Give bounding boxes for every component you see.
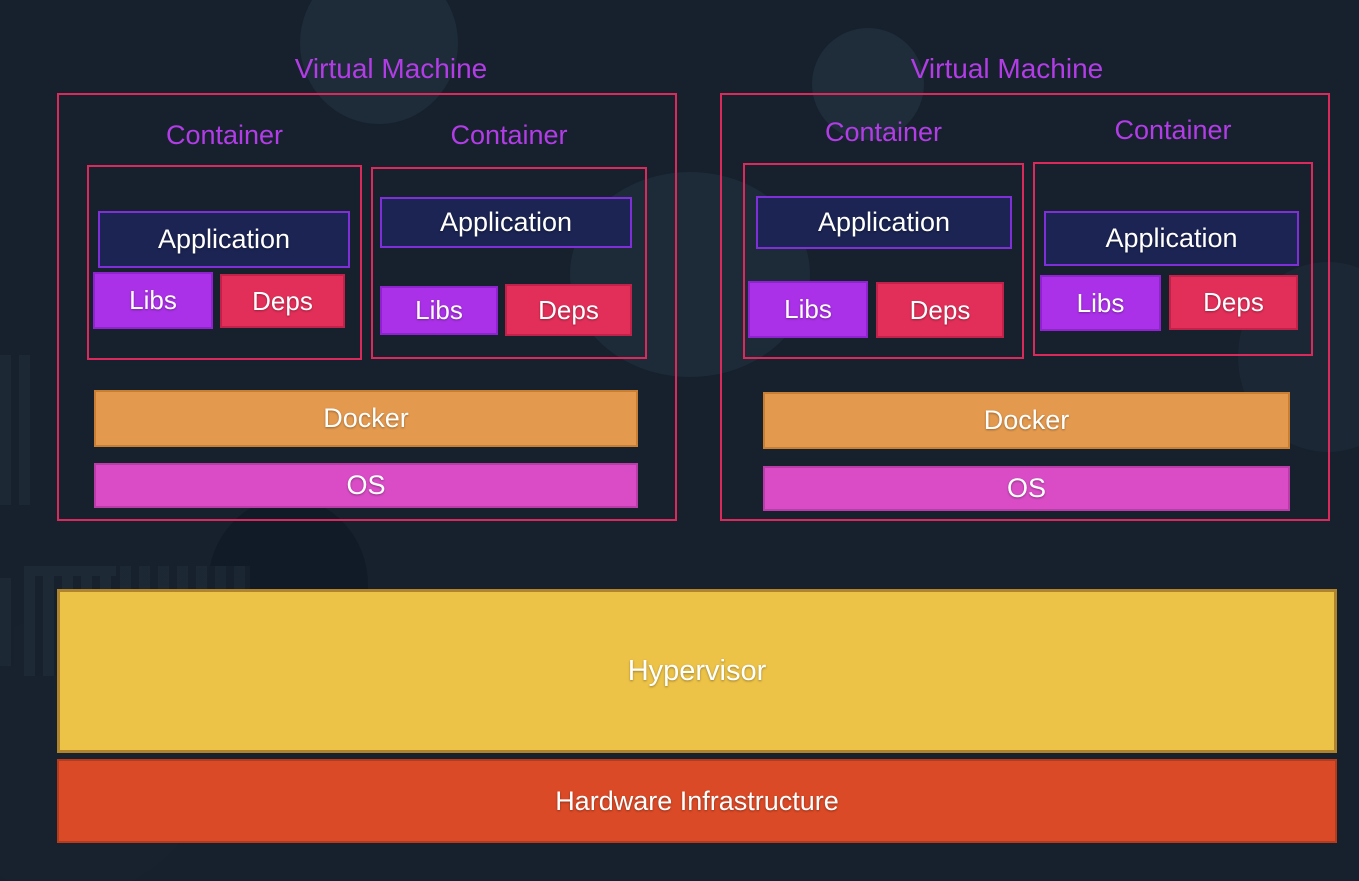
deps-box: Deps	[876, 282, 1004, 338]
hypervisor-bar: Hypervisor	[57, 589, 1337, 753]
shipping-container-silhouette	[0, 578, 14, 666]
libs-box: Libs	[1040, 275, 1161, 331]
application-box: Application	[380, 197, 632, 248]
deps-box: Deps	[220, 274, 345, 328]
libs-box: Libs	[93, 272, 213, 329]
vm-title: Virtual Machine	[294, 53, 488, 84]
os-bar: OS	[763, 466, 1290, 511]
container-box	[371, 167, 647, 359]
deps-box: Deps	[1169, 275, 1298, 330]
container-box	[87, 165, 362, 360]
application-box: Application	[1044, 211, 1299, 266]
os-bar: OS	[94, 463, 638, 508]
vm-box	[720, 93, 1330, 521]
container-box	[743, 163, 1024, 359]
shipping-container-silhouette	[120, 566, 250, 590]
libs-box: Libs	[748, 281, 868, 338]
application-box: Application	[98, 211, 350, 268]
container-title: Container	[824, 116, 943, 147]
docker-bar: Docker	[94, 390, 638, 447]
container-title: Container	[450, 119, 568, 150]
container-title: Container	[1114, 114, 1232, 145]
vm-box	[57, 93, 677, 521]
libs-box: Libs	[380, 286, 498, 335]
application-box: Application	[756, 196, 1012, 249]
deps-box: Deps	[505, 284, 632, 336]
container-title: Container	[165, 119, 284, 150]
vm-title: Virtual Machine	[910, 53, 1104, 84]
container-box	[1033, 162, 1313, 356]
shipping-container-silhouette	[0, 355, 34, 505]
hardware-infrastructure-bar: Hardware Infrastructure	[57, 759, 1337, 843]
docker-bar: Docker	[763, 392, 1290, 449]
